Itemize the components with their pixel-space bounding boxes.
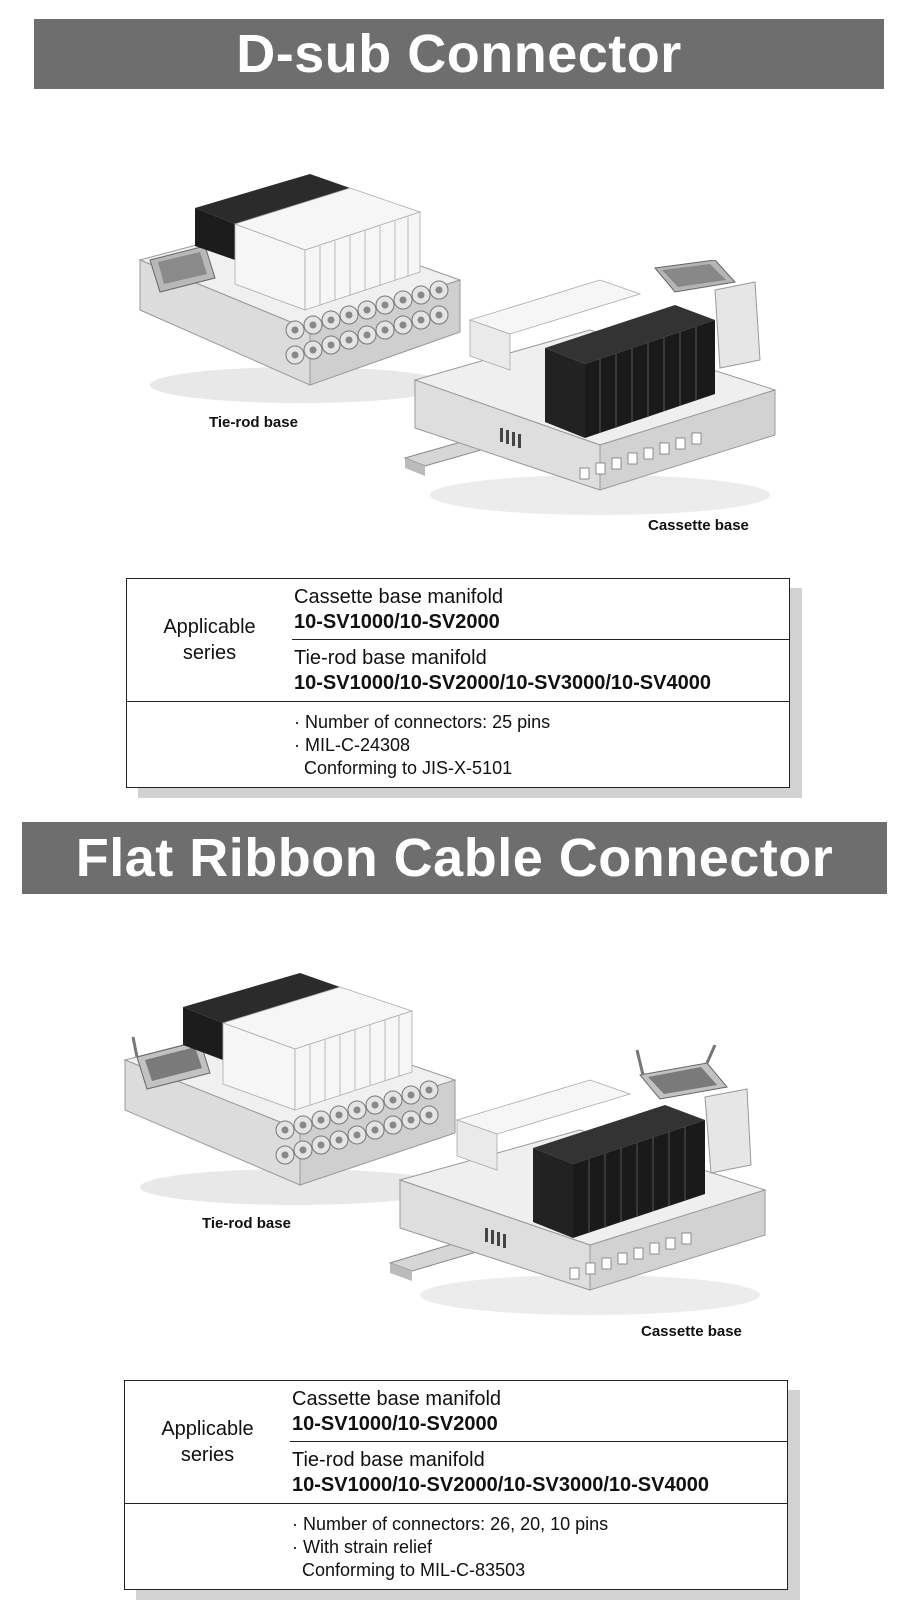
caption-cassette-base-dsub: Cassette base bbox=[648, 517, 749, 534]
tie-rod-row: Tie-rod base manifold 10-SV1000/10-SV200… bbox=[292, 640, 789, 701]
applicable-label-line1: Applicable bbox=[161, 1418, 254, 1440]
tie-rod-manifold-dsub-image bbox=[138, 174, 462, 403]
applicable-label-line1: Applicable bbox=[163, 616, 256, 638]
spec-strain-relief: · With strain relief bbox=[292, 1537, 433, 1557]
cassette-manifold-series: 10-SV1000/10-SV2000 bbox=[292, 1413, 498, 1435]
cassette-manifold-dsub-image bbox=[403, 260, 777, 515]
cassette-manifold-flat-ribbon-image bbox=[388, 1045, 767, 1315]
spec-details-row: · Number of connectors: 26, 20, 10 pins … bbox=[125, 1503, 787, 1589]
spec-table-flat-ribbon: Applicable series Cassette base manifold… bbox=[124, 1380, 788, 1590]
cassette-manifold-label: Cassette base manifold bbox=[294, 586, 504, 608]
spec-standard: · MIL-C-24308 bbox=[294, 735, 411, 755]
applicable-label-line2: series bbox=[182, 642, 237, 664]
cassette-row: Cassette base manifold 10-SV1000/10-SV20… bbox=[292, 579, 789, 640]
caption-tie-rod-base-flat-ribbon: Tie-rod base bbox=[202, 1215, 291, 1232]
section-title-flat-ribbon: Flat Ribbon Cable Connector bbox=[22, 822, 887, 894]
tie-rod-manifold-series: 10-SV1000/10-SV2000/10-SV3000/10-SV4000 bbox=[292, 1474, 709, 1496]
spec-details-row: · Number of connectors: 25 pins · MIL-C-… bbox=[127, 701, 789, 787]
cassette-row: Cassette base manifold 10-SV1000/10-SV20… bbox=[290, 1381, 787, 1442]
spec-connectors: · Number of connectors: 25 pins bbox=[294, 712, 551, 732]
tie-rod-manifold-series: 10-SV1000/10-SV2000/10-SV3000/10-SV4000 bbox=[294, 672, 711, 694]
applicable-series-label: Applicable series bbox=[127, 579, 292, 701]
caption-cassette-base-flat-ribbon: Cassette base bbox=[641, 1323, 742, 1340]
tie-rod-manifold-flat-ribbon-image bbox=[123, 973, 457, 1205]
tie-rod-manifold-label: Tie-rod base manifold bbox=[294, 647, 487, 669]
applicable-label-line2: series bbox=[180, 1444, 235, 1466]
caption-tie-rod-base-dsub: Tie-rod base bbox=[209, 414, 298, 431]
spec-connectors: · Number of connectors: 26, 20, 10 pins bbox=[292, 1514, 609, 1534]
applicable-series-label: Applicable series bbox=[125, 1381, 290, 1503]
tie-rod-manifold-label: Tie-rod base manifold bbox=[292, 1449, 485, 1471]
spec-conforming: Conforming to MIL-C-83503 bbox=[302, 1560, 526, 1580]
section-title-dsub: D-sub Connector bbox=[34, 19, 884, 89]
tie-rod-row: Tie-rod base manifold 10-SV1000/10-SV200… bbox=[290, 1442, 787, 1503]
cassette-manifold-series: 10-SV1000/10-SV2000 bbox=[294, 611, 500, 633]
cassette-manifold-label: Cassette base manifold bbox=[292, 1388, 502, 1410]
spec-conforming: Conforming to JIS-X-5101 bbox=[304, 758, 513, 778]
spec-table-dsub: Applicable series Cassette base manifold… bbox=[126, 578, 790, 788]
